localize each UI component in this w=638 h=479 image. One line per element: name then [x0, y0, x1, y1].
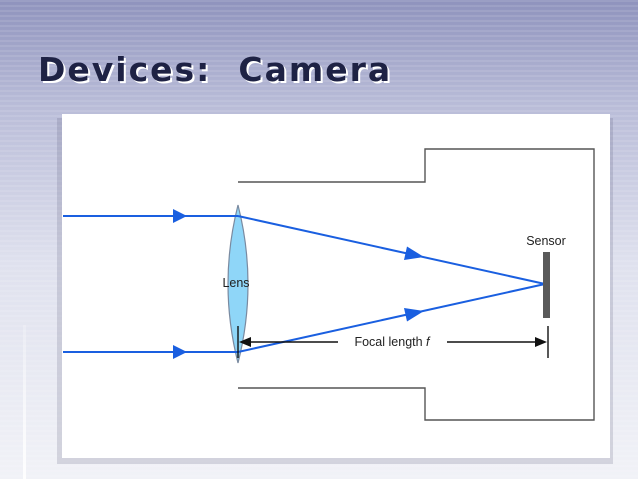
ray-bottom-arrow-2 [404, 308, 424, 322]
focal-arrow-left [239, 337, 251, 347]
lens-shape [227, 204, 249, 364]
ray-bottom-converging [237, 283, 546, 353]
focal-length-text: Focal length [354, 335, 426, 349]
figure-panel [62, 114, 610, 458]
camera-body [238, 148, 595, 421]
ray-top-converging [237, 215, 546, 285]
ray-top-arrow-2 [404, 246, 424, 260]
lens-label: Lens [222, 276, 249, 290]
ray-bottom-arrow-1 [173, 345, 187, 359]
decorative-bar [23, 325, 26, 479]
sensor-label: Sensor [526, 234, 566, 248]
focal-arrow-right [535, 337, 547, 347]
focal-length-label: Focal length f [354, 335, 431, 349]
ray-top-arrow-1 [173, 209, 187, 223]
slide-title: Devices: Camera [38, 50, 393, 89]
focal-length-symbol: f [426, 335, 431, 349]
sensor-bar [543, 252, 550, 318]
